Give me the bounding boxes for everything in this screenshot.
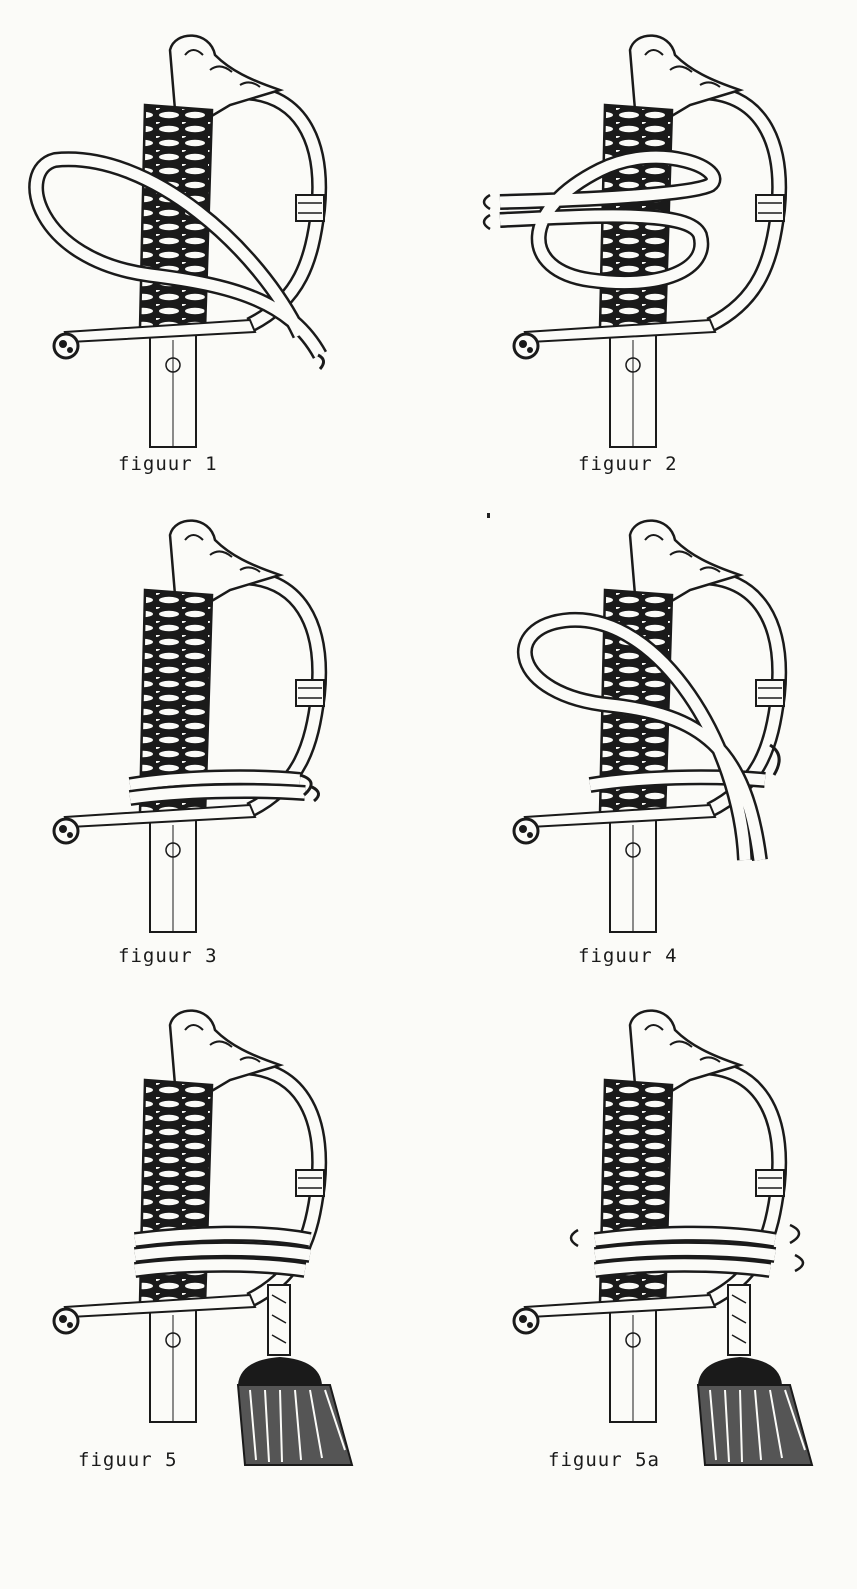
- figure-4-drawing: [460, 495, 820, 965]
- figure-5: figuur 5: [0, 985, 360, 1455]
- figure-5a-drawing: [460, 985, 820, 1455]
- figure-1: figuur 1: [0, 10, 360, 480]
- figure-3-drawing: [0, 495, 360, 965]
- figure-3: figuur 3: [0, 495, 360, 965]
- figure-5-caption: figuur 5: [78, 1449, 178, 1471]
- figure-1-caption: figuur 1: [118, 453, 218, 475]
- figure-1-drawing: [0, 10, 360, 480]
- figure-2-caption: figuur 2: [578, 453, 678, 475]
- figure-5-drawing: [0, 985, 360, 1455]
- figure-4: figuur 4: [460, 495, 820, 965]
- figure-5a: figuur 5a: [460, 985, 820, 1455]
- figure-5a-caption: figuur 5a: [548, 1449, 660, 1471]
- figure-2: figuur 2: [460, 10, 820, 480]
- figure-2-drawing: [460, 10, 820, 480]
- ink-speck: [487, 513, 490, 518]
- figure-4-caption: figuur 4: [578, 945, 678, 967]
- figure-3-caption: figuur 3: [118, 945, 218, 967]
